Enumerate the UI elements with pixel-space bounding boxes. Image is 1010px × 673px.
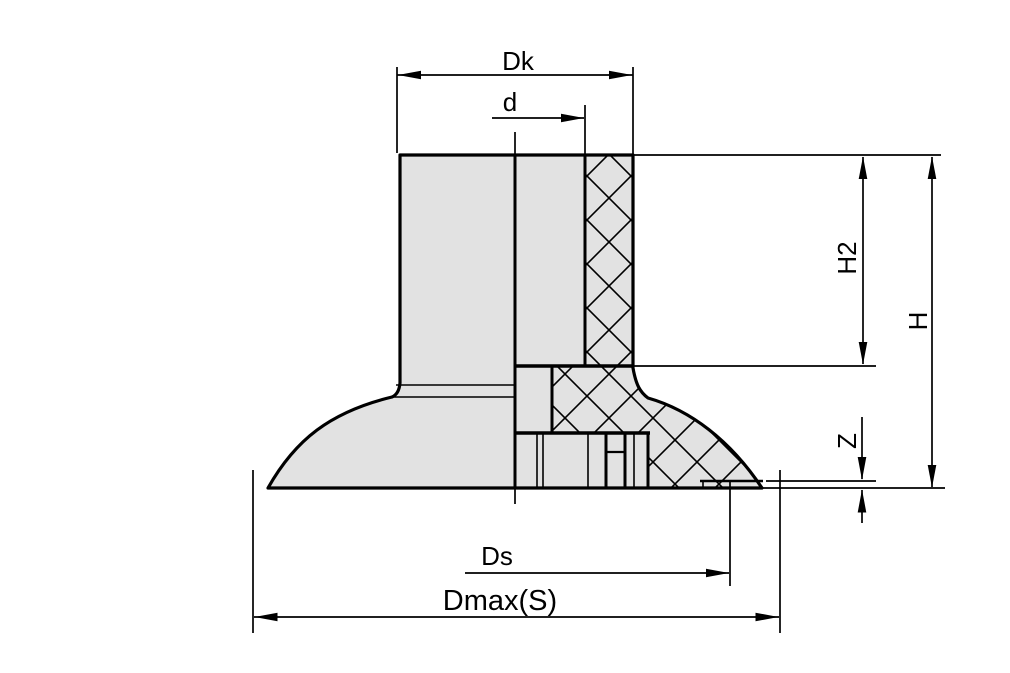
dim-label-dmax: Dmax(S) bbox=[443, 585, 557, 617]
dim-label-h: H bbox=[903, 312, 933, 331]
dimension-arrowheads bbox=[254, 70, 937, 622]
dim-label-d: d bbox=[503, 87, 517, 117]
dim-label-h2: H2 bbox=[832, 241, 862, 274]
dim-label-dk: Dk bbox=[502, 46, 535, 76]
cup-body-outline bbox=[266, 153, 764, 490]
dim-label-ds: Ds bbox=[481, 541, 513, 571]
dim-label-z: Z bbox=[832, 433, 862, 449]
section-hatch-lower bbox=[552, 366, 762, 488]
dimension-lines bbox=[252, 67, 945, 633]
internal-edges bbox=[392, 155, 763, 488]
section-hatch-upper bbox=[585, 155, 633, 366]
